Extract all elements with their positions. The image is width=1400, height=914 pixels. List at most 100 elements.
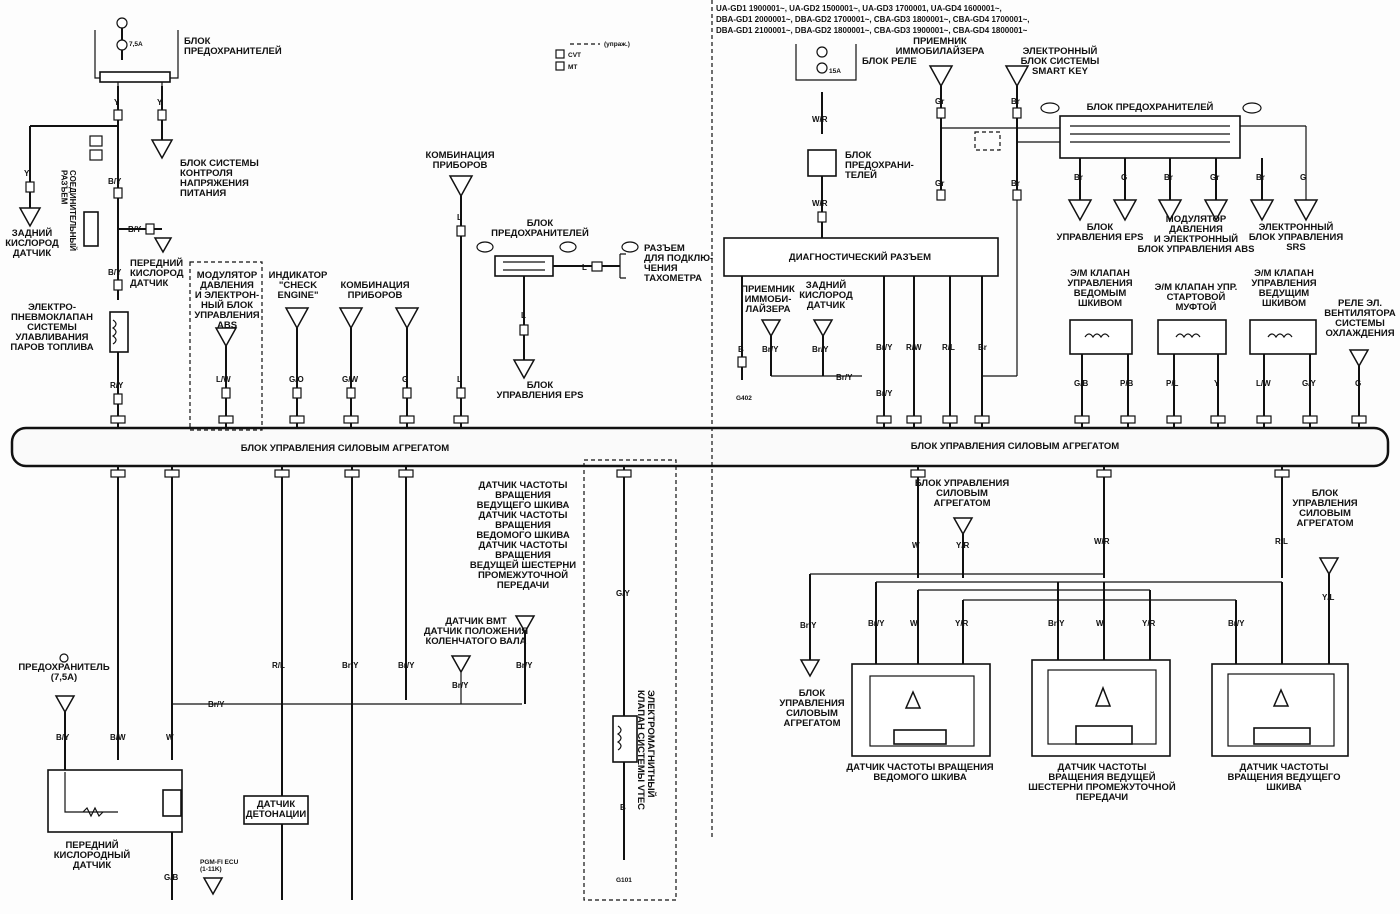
svg-text:W: W — [910, 619, 918, 628]
svg-text:L/W: L/W — [1256, 379, 1271, 388]
svg-text:Y/R: Y/R — [955, 619, 969, 628]
svg-text:R/W: R/W — [906, 343, 922, 352]
svg-text:P/L: P/L — [1166, 379, 1179, 388]
svg-text:B: B — [738, 345, 744, 354]
svg-text:Br/Y: Br/Y — [398, 661, 415, 670]
svg-text:W/R: W/R — [812, 115, 828, 124]
svg-text:G/O: G/O — [289, 375, 304, 384]
svg-text:P/B: P/B — [1120, 379, 1134, 388]
svg-text:Y: Y — [157, 98, 163, 107]
svg-text:B/Y: B/Y — [56, 733, 70, 742]
svg-text:DBA-GD1 2100001~, DBA-GD2 1800: DBA-GD1 2100001~, DBA-GD2 1800001~, CBA-… — [716, 26, 1028, 35]
svg-text:UA-GD1 1900001~, UA-GD2 150000: UA-GD1 1900001~, UA-GD2 1500001~, UA-GD3… — [716, 4, 1002, 13]
svg-text:MT: MT — [568, 64, 577, 71]
svg-text:Br/Y: Br/Y — [342, 661, 359, 670]
svg-text:G: G — [1121, 173, 1127, 182]
svg-text:Gr: Gr — [935, 179, 944, 188]
svg-text:БЛОК ПРЕДОХРАНИТЕЛЕЙ: БЛОК ПРЕДОХРАНИТЕЛЕЙ — [1087, 101, 1214, 113]
svg-text:Y/L: Y/L — [1322, 593, 1335, 602]
svg-text:Br/Y: Br/Y — [876, 389, 893, 398]
legend: (упраж.) CVT MT — [555, 41, 630, 71]
svg-text:W/R: W/R — [812, 199, 828, 208]
bus-pin — [1302, 415, 1318, 424]
svg-text:7,5A: 7,5A — [129, 41, 143, 48]
svg-text:Br/Y: Br/Y — [800, 621, 817, 630]
bus-pin — [110, 415, 126, 424]
bus-pin — [1210, 415, 1226, 424]
svg-text:Y: Y — [1214, 379, 1220, 388]
svg-text:G/Y: G/Y — [1302, 379, 1316, 388]
svg-text:R/L: R/L — [1275, 537, 1288, 546]
pcm-label-right: БЛОК УПРАВЛЕНИЯ СИЛОВЫМ АГРЕГАТОМ — [911, 441, 1119, 452]
svg-text:ЭЛЕКТРОМАГНИТНЫЙКЛАПАН СИСТЕМЫ: ЭЛЕКТРОМАГНИТНЫЙКЛАПАН СИСТЕМЫ VTEC — [635, 690, 657, 810]
svg-text:B/W: B/W — [110, 733, 126, 742]
bus-pin — [906, 415, 922, 424]
svg-text:G/W: G/W — [342, 375, 358, 384]
svg-text:Br/Y: Br/Y — [868, 619, 885, 628]
svg-text:CVT: CVT — [568, 52, 581, 59]
svg-text:B/Y: B/Y — [108, 177, 122, 186]
svg-text:G402: G402 — [736, 395, 752, 402]
svg-text:L: L — [521, 311, 526, 320]
svg-text:G/B: G/B — [1074, 379, 1088, 388]
bus-pin — [399, 415, 415, 424]
bus-pin — [289, 415, 305, 424]
below-left: Br/Y R/L Br/Y Br/Y Br/Y Br/Y ДАТЧИК ЧАСТ… — [18, 466, 576, 900]
svg-text:Y/R: Y/R — [1142, 619, 1156, 628]
svg-text:G101: G101 — [616, 877, 632, 884]
svg-text:PGM-FI ECU(1-11K): PGM-FI ECU(1-11K) — [200, 859, 239, 873]
bus-pin — [110, 469, 126, 478]
bus-pin — [164, 469, 180, 478]
svg-text:Y: Y — [114, 98, 120, 107]
svg-text:(упраж.): (упраж.) — [604, 41, 630, 48]
bus-pin — [1351, 415, 1367, 424]
bus-pin — [974, 415, 990, 424]
svg-text:G/Y: G/Y — [616, 589, 630, 598]
bus-pin — [1096, 469, 1112, 478]
svg-text:L: L — [457, 375, 462, 384]
svg-text:DBA-GD1 2000001~, DBA-GD2 1700: DBA-GD1 2000001~, DBA-GD2 1700001~, CBA-… — [716, 15, 1030, 24]
bus-pins — [110, 415, 1367, 478]
fuse-block-right: БЛОК ПРЕДОХРАНИТЕЛЕЙ — [1040, 101, 1307, 200]
bus-pin — [398, 469, 414, 478]
svg-text:R/Y: R/Y — [110, 381, 124, 390]
svg-text:БЛОК РЕЛЕ: БЛОК РЕЛЕ — [862, 56, 917, 67]
svg-text:B: B — [620, 803, 626, 812]
svg-text:Br/Y: Br/Y — [1048, 619, 1065, 628]
svg-text:W: W — [166, 733, 174, 742]
svg-text:Br/Y: Br/Y — [762, 345, 779, 354]
